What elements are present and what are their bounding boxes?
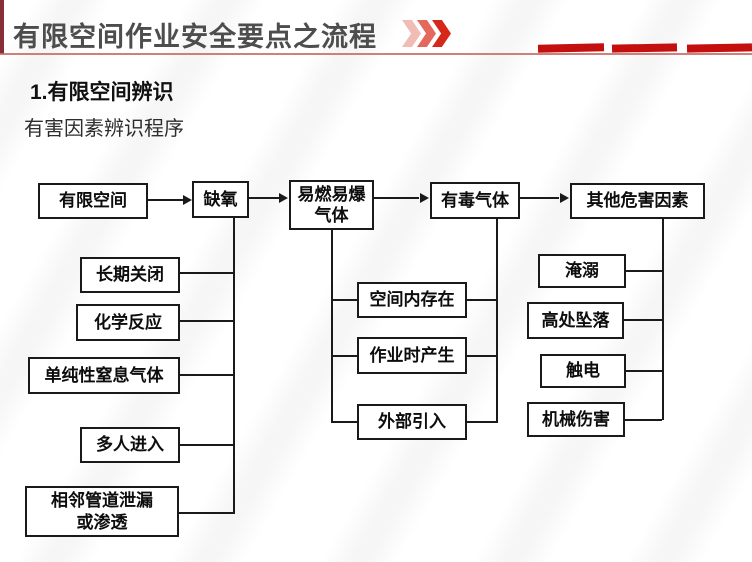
node-multiple-entrants: 多人进入 [80, 427, 180, 463]
node-external-introduction: 外部引入 [357, 404, 467, 440]
header-dash-decoration [537, 43, 605, 53]
connector-line [249, 197, 279, 199]
connector-line [178, 512, 233, 514]
connector-line [180, 374, 233, 376]
node-simple-asphyxiant-gas: 单纯性窒息气体 [28, 357, 180, 394]
node-fall-from-height: 高处坠落 [527, 302, 624, 339]
node-drowning: 淹溺 [538, 254, 626, 288]
connector-line [626, 270, 662, 272]
connector-line [331, 230, 333, 423]
header-divider-line [0, 53, 752, 55]
chevron-right-icon [432, 20, 451, 47]
connector-line [180, 272, 233, 274]
node-adjacent-pipeline-leak: 相邻管道泄漏 或渗透 [25, 486, 179, 537]
node-toxic-gas: 有毒气体 [430, 182, 520, 219]
node-other-hazards: 其他危害因素 [570, 183, 705, 219]
slide-title: 有限空间作业安全要点之流程 [13, 22, 377, 52]
node-generated-during-work: 作业时产生 [357, 337, 467, 374]
node-exists-in-space: 空间内存在 [357, 282, 467, 318]
connector-line [331, 421, 357, 423]
connector-line [467, 421, 496, 423]
node-long-term-closure: 长期关闭 [80, 257, 180, 293]
connector-line [331, 355, 357, 357]
arrow-right-icon [279, 193, 288, 203]
chevron-right-icon [402, 20, 421, 47]
triple-chevron-right-icon [402, 20, 451, 47]
section-heading: 1.有限空间辨识 [30, 81, 174, 104]
arrow-right-icon [560, 193, 569, 203]
node-flammable-explosive-gas: 易燃易爆气体 [289, 180, 374, 230]
node-mechanical-injury: 机械伤害 [527, 402, 625, 437]
header-accent-bar [0, 0, 4, 54]
connector-line [331, 299, 357, 301]
node-oxygen-deficiency: 缺氧 [192, 181, 249, 218]
arrow-right-icon [420, 193, 429, 203]
connector-line [520, 197, 559, 199]
connector-line [625, 419, 662, 421]
node-chemical-reaction: 化学反应 [76, 304, 180, 341]
node-electric-shock: 触电 [540, 354, 626, 388]
connector-line [233, 217, 235, 514]
connector-line [496, 219, 498, 423]
chevron-right-icon [417, 20, 436, 47]
connector-line [626, 370, 662, 372]
connector-line [467, 355, 496, 357]
connector-line [180, 444, 233, 446]
connector-line [180, 320, 233, 322]
connector-line [624, 319, 662, 321]
header-dash-decoration [686, 43, 752, 53]
connector-line [467, 299, 496, 301]
arrow-right-icon [183, 195, 192, 205]
node-confined-space: 有限空间 [38, 183, 148, 219]
procedure-subheading: 有害因素辨识程序 [24, 118, 184, 140]
connector-line [662, 219, 664, 420]
connector-line [374, 197, 419, 199]
header-dash-decoration [611, 43, 678, 53]
connector-line [148, 199, 184, 201]
